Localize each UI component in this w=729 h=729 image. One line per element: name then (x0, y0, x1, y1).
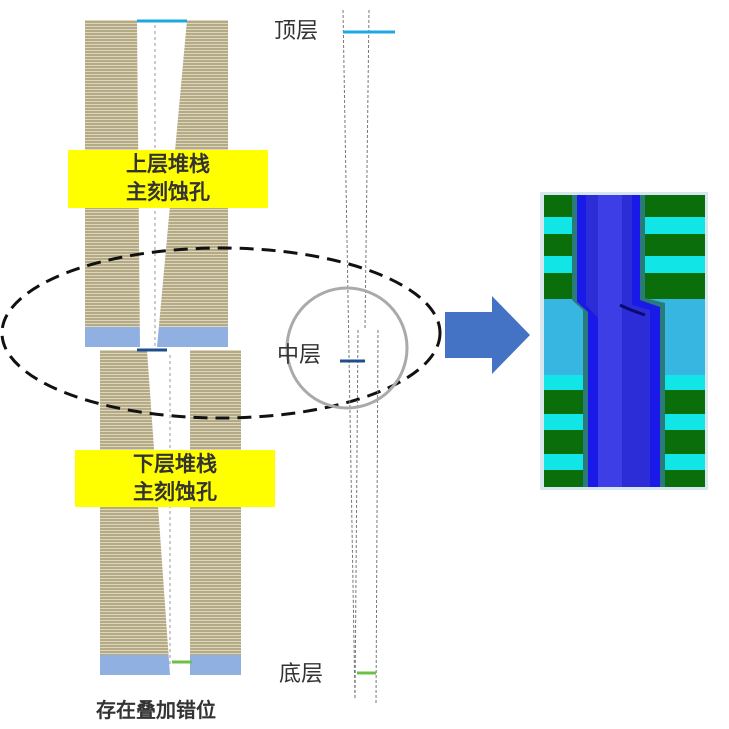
lower-etch-hole (147, 350, 190, 675)
misalignment-caption: 存在叠加错位 (96, 698, 216, 722)
lower-stack-label-line2: 主刻蚀孔 (133, 480, 217, 504)
lower-stack-label-line1: 下层堆栈 (133, 452, 217, 476)
zoom-circle (285, 286, 409, 410)
schematic-lines (285, 9, 409, 706)
lower-stack (100, 348, 241, 675)
middle-layer-label: 中层 (277, 343, 322, 368)
upper-stack-label: 上层堆栈 主刻蚀孔 (68, 150, 268, 208)
lower-stack-label: 下层堆栈 主刻蚀孔 (75, 450, 275, 507)
upper-stack-label-line1: 上层堆栈 (126, 152, 210, 176)
bottom-layer-label: 底层 (279, 662, 324, 687)
top-layer-label: 顶层 (274, 19, 319, 44)
simulation-crosssection (540, 192, 708, 490)
misalignment-ellipse (0, 246, 442, 420)
upper-stack-label-line2: 主刻蚀孔 (126, 180, 210, 204)
arrow-right-icon (445, 296, 530, 374)
